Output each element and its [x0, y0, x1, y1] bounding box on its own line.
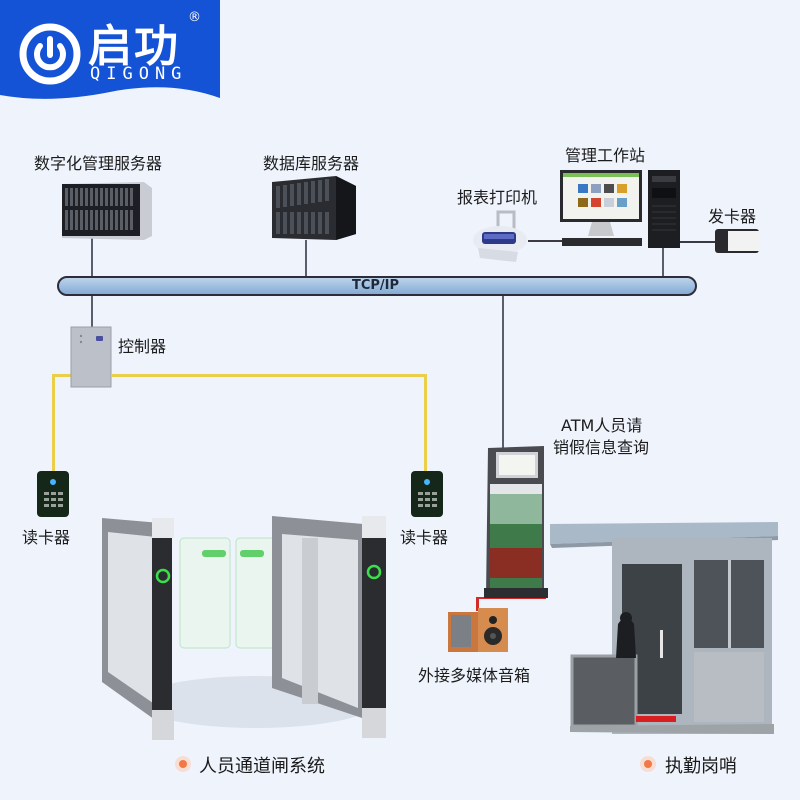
database-server-link [305, 240, 307, 278]
yellow-wire-right-top [112, 374, 427, 377]
printer-icon [473, 210, 527, 262]
gate-system-bullet-icon [175, 756, 191, 772]
power-icon [19, 23, 81, 85]
speakers-icon [448, 608, 508, 652]
guard-booth-bullet-icon [640, 756, 656, 772]
guard-booth-illustration [550, 522, 778, 734]
tcp-ip-bus [57, 276, 697, 296]
red-wire-vertical [476, 597, 479, 611]
controller-link [91, 294, 93, 328]
turnstile-gate-illustration [102, 516, 386, 740]
speakers-label: 外接多媒体音箱 [418, 666, 531, 685]
brand-name-en: QIGONG [90, 64, 188, 84]
card-reader-left-icon [37, 471, 69, 517]
card-reader-left-label: 读卡器 [22, 528, 71, 547]
atm-query-label-line2: 销假信息查询 [553, 438, 650, 457]
workstation-link [662, 248, 664, 278]
yellow-wire-left-top [52, 374, 72, 377]
yellow-wire-left-down [52, 374, 55, 474]
atm-query-label-line1: ATM人员请 [561, 416, 643, 435]
card-reader-right-label: 读卡器 [400, 528, 449, 547]
card-reader-right-icon [411, 471, 443, 517]
tcp-ip-label: TCP/IP [352, 278, 400, 293]
controller-label: 控制器 [118, 337, 167, 356]
workstation-label: 管理工作站 [565, 146, 646, 165]
brand-name-cn: 启功 [88, 21, 180, 72]
report-printer-label: 报表打印机 [457, 188, 538, 207]
brand-logo: 启功 ® QIGONG [0, 0, 222, 108]
card-issuer-icon [715, 229, 760, 253]
digital-server-link [91, 232, 93, 278]
digital-server-label: 数字化管理服务器 [34, 154, 163, 173]
atm-kiosk-icon [484, 446, 548, 598]
card-issuer-link [680, 241, 720, 243]
card-issuer-label: 发卡器 [708, 207, 757, 226]
yellow-wire-right-down [424, 374, 427, 474]
guard-booth-caption: 执勤岗哨 [665, 756, 737, 777]
atm-link [502, 294, 504, 448]
gate-system-caption: 人员通道闸系统 [199, 756, 325, 777]
database-server-label: 数据库服务器 [263, 154, 360, 173]
digital-server-icon [62, 182, 152, 240]
printer-link [528, 240, 562, 242]
database-server-icon [272, 176, 356, 240]
controller-icon [70, 326, 112, 388]
workstation-tower-icon [648, 170, 680, 248]
workstation-monitor-icon [560, 170, 642, 246]
registered-mark: ® [188, 10, 201, 25]
